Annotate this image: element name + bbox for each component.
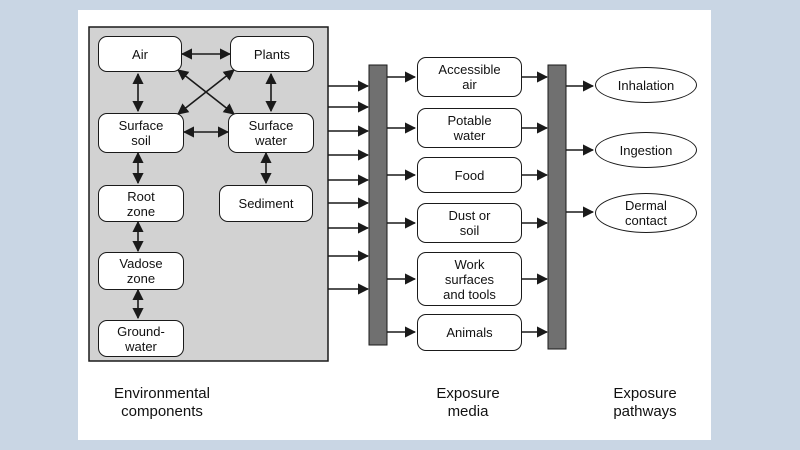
environmental-components-caption: Environmental components (114, 385, 210, 420)
ingestion-node: Ingestion (595, 132, 697, 168)
sediment-node: Sediment (219, 185, 313, 222)
plants-node: Plants (230, 36, 314, 72)
surface-soil-node: Surface soil (98, 113, 184, 153)
surface-water-node: Surface water (228, 113, 314, 153)
dust-or-soil-node: Dust or soil (417, 203, 522, 243)
exposure-pathways-caption: Exposure pathways (613, 385, 677, 420)
root-zone-node: Root zone (98, 185, 184, 222)
inhalation-node: Inhalation (595, 67, 697, 103)
exposure-pathways-bar (547, 64, 567, 350)
dermal-contact-node: Dermal contact (595, 193, 697, 233)
arrow-plants-surfacesoil (177, 69, 235, 115)
work-surfaces-node: Work surfaces and tools (417, 252, 522, 306)
accessible-air-node: Accessible air (417, 57, 522, 97)
animals-node: Animals (417, 314, 522, 351)
exposure-media-bar (368, 64, 388, 346)
exposure-media-caption: Exposure media (436, 385, 500, 420)
food-node: Food (417, 157, 522, 193)
groundwater-node: Ground- water (98, 320, 184, 357)
potable-water-node: Potable water (417, 108, 522, 148)
vadose-zone-node: Vadose zone (98, 252, 184, 290)
air-node: Air (98, 36, 182, 72)
